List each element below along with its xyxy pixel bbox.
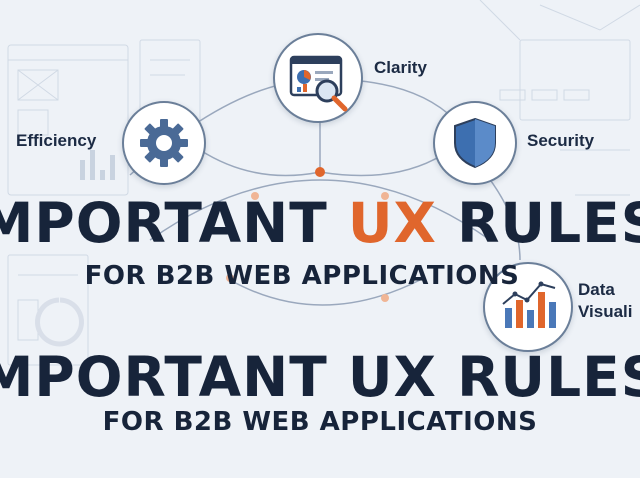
headline-accent: UX bbox=[347, 191, 437, 255]
shield-icon bbox=[454, 117, 496, 169]
headline-repeat: MPORTANT UX RULES bbox=[0, 345, 640, 409]
data-visualization-node bbox=[483, 262, 573, 352]
data-label-line2: Visuali bbox=[578, 302, 633, 321]
bar-chart-icon bbox=[502, 281, 556, 328]
gear-icon bbox=[140, 119, 188, 167]
efficiency-label: Efficiency bbox=[16, 131, 97, 150]
clarity-node bbox=[273, 33, 363, 123]
subheadline-repeat: FOR B2B WEB APPLICATIONS bbox=[102, 407, 538, 437]
headline: MPORTANT UX RULES bbox=[0, 196, 640, 251]
headline-part1: MPORTANT bbox=[0, 191, 348, 255]
clarity-label: Clarity bbox=[374, 58, 427, 77]
subheadline: FOR B2B WEB APPLICATIONS bbox=[84, 261, 520, 291]
security-label: Security bbox=[527, 131, 595, 150]
efficiency-node bbox=[122, 101, 206, 185]
headline-part2: RULES bbox=[436, 191, 640, 255]
security-node bbox=[433, 101, 517, 185]
dashboard-magnifier-icon bbox=[289, 55, 348, 112]
data-label-line1: Data bbox=[578, 280, 615, 299]
